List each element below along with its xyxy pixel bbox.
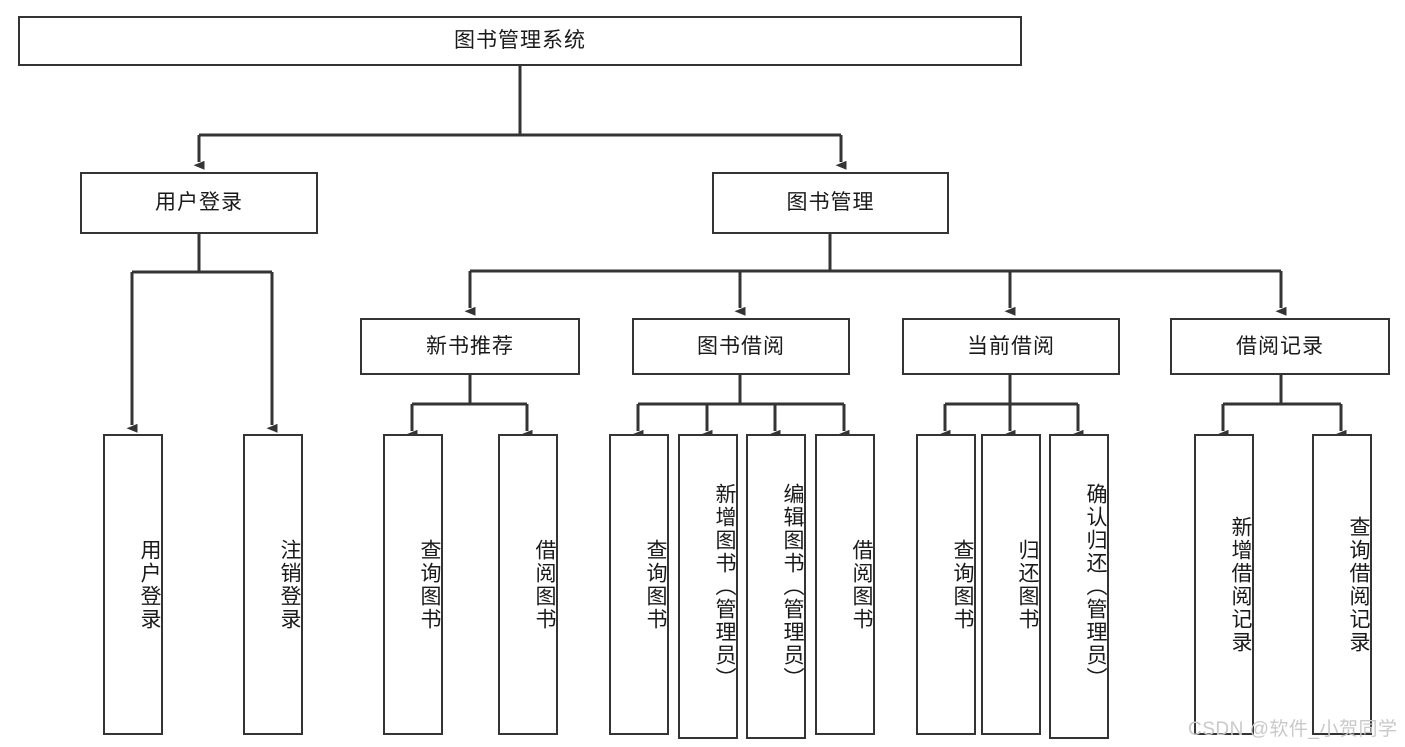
node-label: 图书管理系统 [454,29,586,53]
leaf-logout[interactable]: 注销登录 [243,434,303,735]
csdn-watermark: CSDN @软件_小贺同学 [1188,719,1398,740]
node-label: 借阅记录 [1236,334,1324,358]
node-label: 编辑图书（管理员） [781,483,804,690]
node-label: 查询图书 [644,538,667,631]
leaf-add-book-admin[interactable]: 新增图书（管理员） [678,434,738,739]
node-label: 查询借阅记录 [1347,515,1370,654]
node-label: 图书管理 [786,191,875,215]
leaf-borrow-book[interactable]: 借阅图书 [815,434,875,735]
node-label: 新增图书（管理员） [713,483,736,690]
node-label: 用户登录 [138,538,161,631]
leaf-add-borrow-record[interactable]: 新增借阅记录 [1194,434,1254,735]
leaf-user-login[interactable]: 用户登录 [103,434,163,735]
node-label: 用户登录 [155,191,243,215]
leaf-query-book-borrow[interactable]: 查询图书 [609,434,669,735]
leaf-confirm-return-admin[interactable]: 确认归还（管理员） [1049,434,1109,739]
node-label: 当前借阅 [967,334,1055,358]
node-label: 确认归还（管理员） [1084,483,1107,690]
leaf-query-book-current[interactable]: 查询图书 [916,434,976,735]
node-root-system[interactable]: 图书管理系统 [18,16,1022,66]
node-borrow-record[interactable]: 借阅记录 [1170,318,1390,375]
node-label: 借阅图书 [533,538,556,631]
node-label: 图书借阅 [697,334,785,358]
node-book-borrow[interactable]: 图书借阅 [632,318,850,375]
node-new-book-recommend[interactable]: 新书推荐 [360,318,580,375]
node-label: 归还图书 [1016,538,1039,631]
node-label: 新增借阅记录 [1229,515,1252,654]
leaf-borrow-book-newbook[interactable]: 借阅图书 [498,434,558,735]
leaf-query-borrow-record[interactable]: 查询借阅记录 [1312,434,1372,735]
node-current-borrow[interactable]: 当前借阅 [902,318,1120,375]
leaf-edit-book-admin[interactable]: 编辑图书（管理员） [746,434,806,739]
node-label: 查询图书 [951,538,974,631]
node-label: 借阅图书 [850,538,873,631]
node-label: 注销登录 [278,538,301,631]
node-label: 查询图书 [418,538,441,631]
leaf-query-book-newbook[interactable]: 查询图书 [383,434,443,735]
node-book-management[interactable]: 图书管理 [712,172,949,234]
node-user-login[interactable]: 用户登录 [80,172,318,234]
node-label: 新书推荐 [426,334,514,358]
leaf-return-book[interactable]: 归还图书 [981,434,1041,735]
